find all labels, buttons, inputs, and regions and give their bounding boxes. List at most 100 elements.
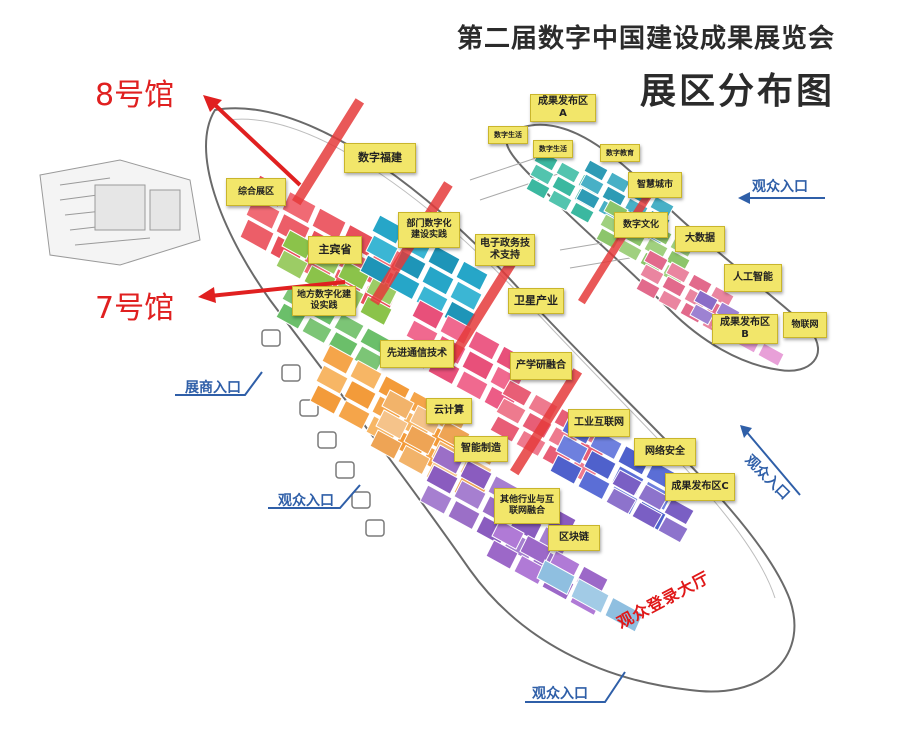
booth [425,464,459,495]
booth [369,429,403,460]
booth [359,295,393,327]
booth [281,229,315,260]
zone-tag-advanced-comm: 先进通信技术 [380,340,454,368]
zone-tag-blockchain: 区块链 [548,525,600,551]
page-title: 第二届数字中国建设成果展览会 [456,24,835,54]
booth [657,289,683,312]
booth [455,370,489,401]
zone-tag-big-data: 大数据 [675,226,725,252]
booth-blocks [239,174,695,633]
booth [575,187,601,210]
booth [604,596,644,633]
booth [371,214,405,245]
booth [570,577,610,614]
zone-tag-satellite: 卫星产业 [508,288,564,314]
booth [529,163,555,186]
booth [315,364,349,395]
zone-tag-results-c: 成果发布区C [665,473,735,501]
zone-tag-other-industries: 其他行业与互联网融合 [494,488,560,524]
booth [427,245,461,276]
zone-tag-host-province: 主宾省 [308,236,362,264]
booth [549,454,583,485]
booth [321,344,355,375]
zone-tag-dept-digital: 部门数字化建设实践 [398,212,460,248]
hall-8-label: 8号馆 [95,78,175,113]
zone-tag-industry-univ: 产学研融合 [510,352,572,380]
booth [551,175,577,198]
booth [611,469,643,497]
zone-tag-digital-life: 数字生活 [488,126,528,144]
visitor-entrance-label: 观众入口 [532,686,588,702]
zone-tag-comprehensive: 综合展区 [226,178,286,206]
booth [449,280,483,312]
booth [589,429,623,461]
booth [455,260,489,292]
booth [485,539,519,570]
visitor-entrance-label: 观众入口 [752,179,808,195]
booth [301,316,333,345]
booth [605,487,637,515]
zone-tag-digital-fujian: 数字福建 [344,143,416,173]
booth [491,519,525,550]
booth [453,479,487,511]
zone-tag-smart-city: 智慧城市 [628,172,682,198]
hall-7-label: 7号馆 [95,291,175,326]
booth [555,434,589,465]
booth [397,444,431,476]
booth [649,195,675,218]
booth [501,379,533,407]
booth [421,265,455,296]
exhibitor-entrance-label: 展商入口 [185,380,241,396]
hall-bumps [261,329,385,537]
booth [631,501,663,530]
booth [495,397,527,425]
zone-tag-digital-culture: 数字文化 [614,212,668,238]
booth [467,330,501,361]
zone-tag-e-gov: 电子政务技术支持 [475,234,535,266]
booth [757,342,785,367]
booth [375,409,409,440]
booth [365,234,399,265]
booth [583,159,609,182]
booth [459,459,493,491]
booth [689,303,715,326]
booth [275,249,309,280]
booth [447,499,481,531]
zone-tag-digital-edu: 数字教育 [600,144,640,162]
visitor-entrance-label: 观众入口 [278,493,334,509]
zone-tag-industrial-internet: 工业互联网 [568,409,630,437]
booth [693,289,719,312]
booth [343,379,377,411]
zone-tag-results-b: 成果发布区B [712,314,778,344]
booth [239,218,275,253]
booth [657,515,689,544]
booth [635,277,661,300]
booth [547,189,573,212]
booth [555,161,581,184]
booth [643,249,669,272]
booth [665,261,691,284]
booth [419,484,453,515]
booth [661,275,687,298]
booth [333,312,365,341]
booth [411,299,445,330]
booth [403,424,437,456]
zone-tag-digital-life: 数字生活 [533,140,573,158]
booth [349,359,383,391]
zone-tag-iot: 物联网 [783,312,827,338]
zone-tag-cloud: 云计算 [426,398,472,424]
booth [639,263,665,286]
zone-tag-ai: 人工智能 [724,264,782,292]
zone-tag-local-digital: 地方数字化建设实践 [292,286,356,316]
booth [637,483,669,512]
side-halls-outline [39,159,201,266]
booth [536,559,576,596]
zone-tag-results-a: 成果发布区A [530,94,596,122]
page-subtitle: 展区分布图 [639,71,835,112]
booth [579,173,605,196]
hall-arrows [198,95,346,303]
booth [309,384,343,415]
zone-tag-network-security: 网络安全 [634,438,696,466]
booth [337,399,371,431]
